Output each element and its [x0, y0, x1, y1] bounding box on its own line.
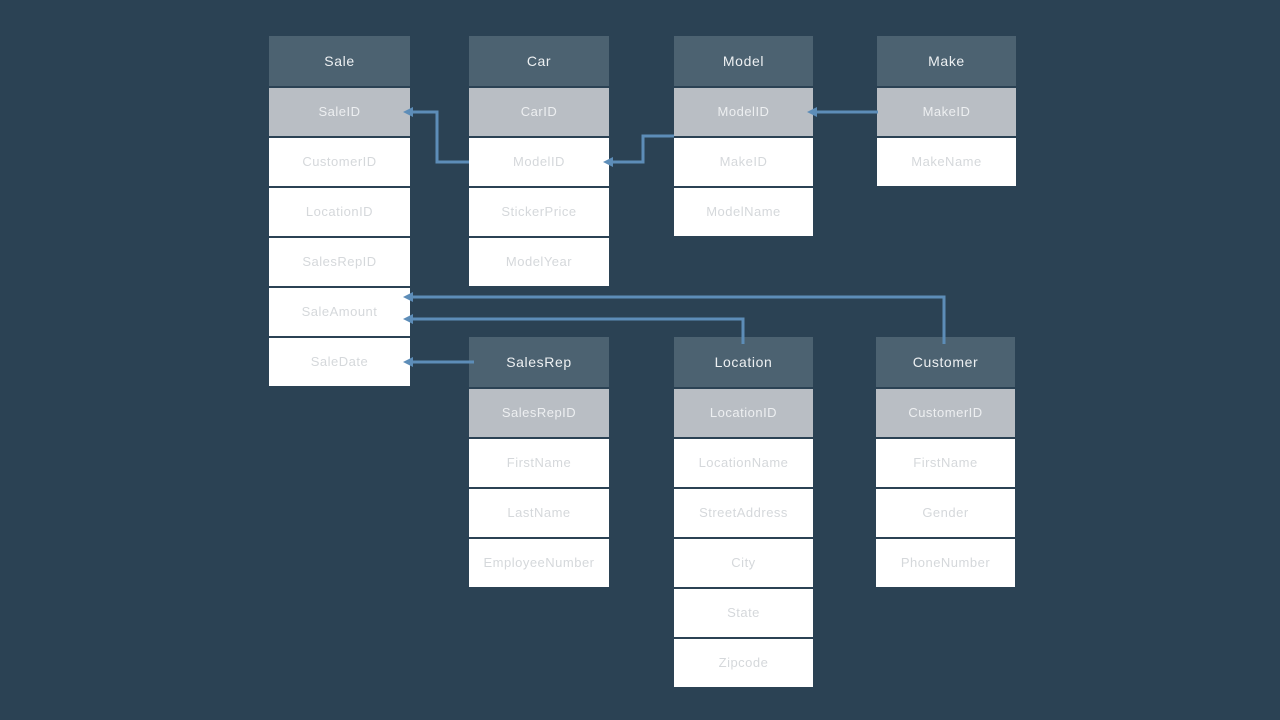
table-make-title: Make	[877, 36, 1016, 86]
field-salesrep-firstname: FirstName	[469, 439, 609, 487]
field-car-carid-pk: CarID	[469, 88, 609, 136]
table-car-title: Car	[469, 36, 609, 86]
field-sale-saledate: SaleDate	[269, 338, 410, 386]
field-model-makeid: MakeID	[674, 138, 813, 186]
field-salesrep-employeenumber: EmployeeNumber	[469, 539, 609, 587]
table-sale-title: Sale	[269, 36, 410, 86]
field-sale-saleid-pk: SaleID	[269, 88, 410, 136]
field-salesrep-lastname: LastName	[469, 489, 609, 537]
field-sale-customerid: CustomerID	[269, 138, 410, 186]
field-location-state: State	[674, 589, 813, 637]
field-sale-salesrepid: SalesRepID	[269, 238, 410, 286]
field-make-makename: MakeName	[877, 138, 1016, 186]
field-car-modelid: ModelID	[469, 138, 609, 186]
field-car-modelyear: ModelYear	[469, 238, 609, 286]
field-car-stickerprice: StickerPrice	[469, 188, 609, 236]
field-customer-phonenumber: PhoneNumber	[876, 539, 1015, 587]
field-model-modelname: ModelName	[674, 188, 813, 236]
field-customer-gender: Gender	[876, 489, 1015, 537]
field-customer-customerid-pk: CustomerID	[876, 389, 1015, 437]
field-location-locationname: LocationName	[674, 439, 813, 487]
field-make-makeid-pk: MakeID	[877, 88, 1016, 136]
field-model-modelid-pk: ModelID	[674, 88, 813, 136]
field-sale-saleamount: SaleAmount	[269, 288, 410, 336]
field-location-streetaddress: StreetAddress	[674, 489, 813, 537]
field-sale-locationid: LocationID	[269, 188, 410, 236]
relationship-sale-saleid-to-car-modelid	[406, 110, 469, 164]
field-location-zipcode: Zipcode	[674, 639, 813, 687]
field-customer-firstname: FirstName	[876, 439, 1015, 487]
field-location-locationid-pk: LocationID	[674, 389, 813, 437]
field-location-city: City	[674, 539, 813, 587]
table-customer-title: Customer	[876, 337, 1015, 387]
field-salesrep-salesrepid-pk: SalesRepID	[469, 389, 609, 437]
relationship-car-modelid-to-model-modelid	[606, 134, 674, 164]
table-salesrep-title: SalesRep	[469, 337, 609, 387]
table-model-title: Model	[674, 36, 813, 86]
table-location-title: Location	[674, 337, 813, 387]
